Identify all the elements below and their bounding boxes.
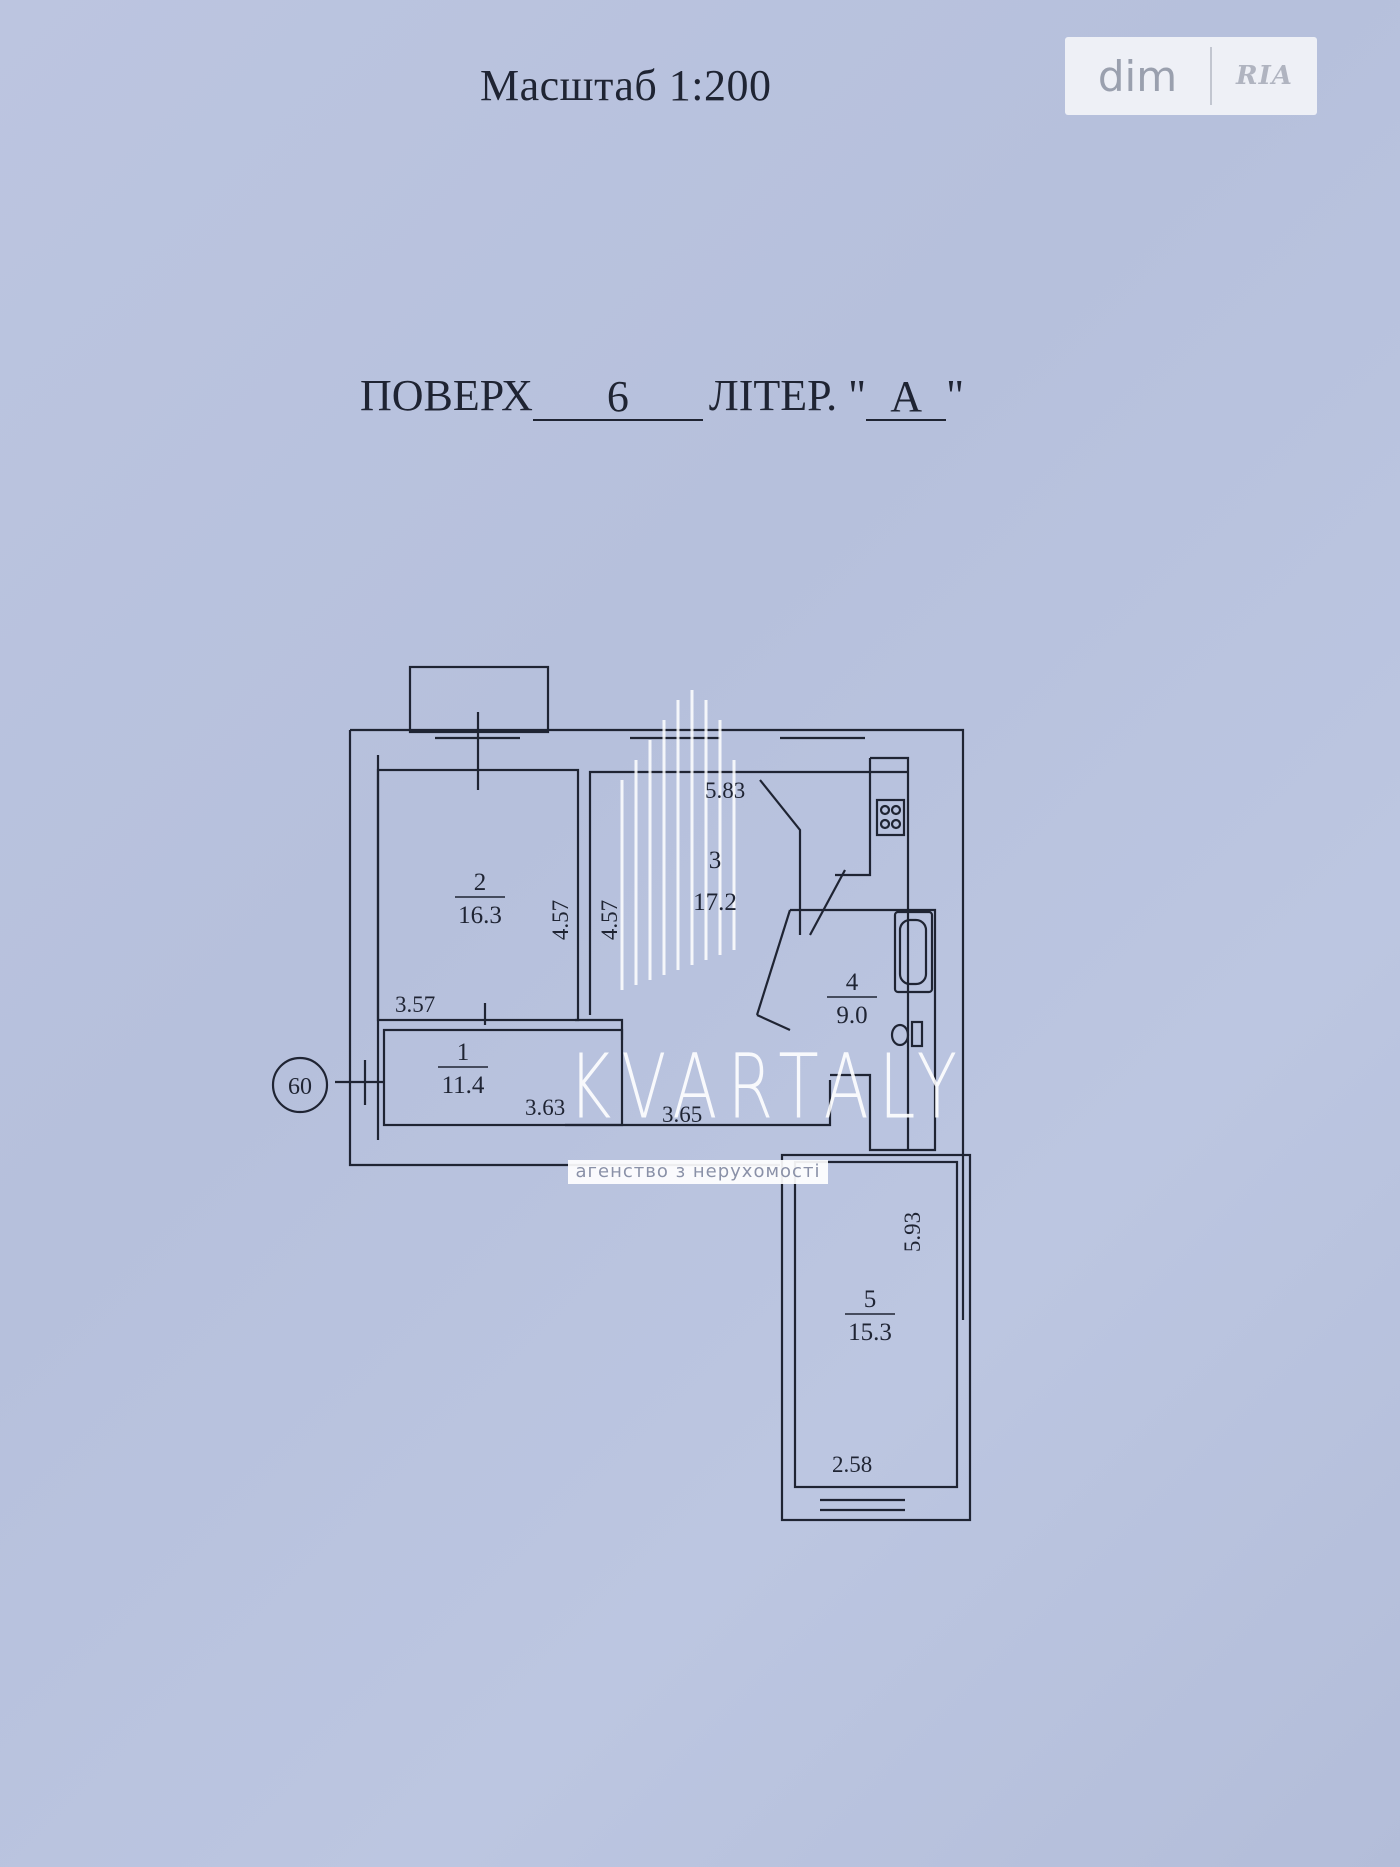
dim-room5-height: 5.93 <box>900 1212 925 1252</box>
room-3-area: 17.2 <box>693 889 737 916</box>
room-5-outer <box>780 1153 972 1522</box>
stove <box>875 798 906 837</box>
scale-label: Масштаб 1:200 <box>480 61 772 110</box>
letter-prefix: ЛІТЕР. " <box>708 371 867 420</box>
room-labels: 2 16.3 3 17.2 4 9.0 1 11.4 5 15.3 <box>438 847 895 1346</box>
walls <box>271 665 972 1522</box>
dim-room3-height: 4.57 <box>597 900 622 940</box>
dim-corridor-left: 3.63 <box>525 1095 565 1120</box>
room-4-number: 4 <box>846 969 859 996</box>
dim-room2-width: 3.57 <box>395 992 435 1017</box>
letter-suffix: " <box>946 371 965 420</box>
dim-room3-width: 5.83 <box>705 778 745 803</box>
room-5-area: 15.3 <box>848 1319 892 1346</box>
room-3-number: 3 <box>709 847 722 874</box>
entrance-marker-circle <box>271 1056 329 1114</box>
door-swing <box>759 779 802 935</box>
stove-burner <box>890 804 902 816</box>
bathtub-inner <box>898 918 928 986</box>
stove-burner <box>879 818 891 830</box>
stove-burner <box>890 818 902 830</box>
dimension-labels: 4.57 4.57 3.57 5.83 3.63 3.65 5.93 2.58 … <box>288 778 925 1477</box>
room-4-outline <box>790 908 937 1152</box>
bathtub <box>893 910 934 994</box>
room-5-number: 5 <box>864 1286 877 1313</box>
dim-corridor-right: 3.65 <box>662 1102 702 1127</box>
logo-ria-text: RIA <box>1236 61 1293 91</box>
watermark-name: KVARTALY <box>568 1035 968 1139</box>
corridor-bottom <box>565 1080 832 1127</box>
watermark-lines <box>620 690 736 990</box>
floor-letter-row: ПОВЕРХ 6 ЛІТЕР. " А " <box>360 370 964 421</box>
logo-dim-text: dim <box>1097 51 1178 101</box>
dim-room5-width: 2.58 <box>832 1452 872 1477</box>
logo-divider <box>1210 47 1212 105</box>
inner-wall-right <box>870 756 910 1150</box>
corridor-step <box>575 1018 624 1040</box>
entrance-marker-label: 60 <box>288 1074 312 1100</box>
letter-value: А <box>866 375 947 421</box>
stove-burner <box>879 804 891 816</box>
watermark-tagline: агенство з нерухомості <box>568 1160 828 1184</box>
kitchen-niche <box>835 758 872 877</box>
room-1-outline <box>382 1028 624 1127</box>
toilet <box>890 1023 910 1047</box>
room-1-area: 11.4 <box>442 1072 485 1099</box>
dim-ria-logo: dim RIA <box>1065 37 1317 115</box>
bathroom-diagonal-2 <box>756 1013 791 1032</box>
dim-room2-height: 4.57 <box>548 900 573 940</box>
outer-wall-top-right <box>350 728 965 1320</box>
floor-value: 6 <box>532 375 703 421</box>
floor-prefix: ПОВЕРХ <box>360 371 533 420</box>
room-1-number: 1 <box>457 1039 470 1066</box>
room-3-outline <box>588 770 855 1015</box>
bathroom-diagonal <box>755 909 792 1016</box>
room-2-area: 16.3 <box>458 902 502 929</box>
door-swing <box>809 869 846 936</box>
room-4-area: 9.0 <box>836 1002 867 1029</box>
room-5-outline <box>793 1160 959 1489</box>
toilet-tank <box>910 1020 924 1048</box>
room-2-number: 2 <box>474 869 487 896</box>
